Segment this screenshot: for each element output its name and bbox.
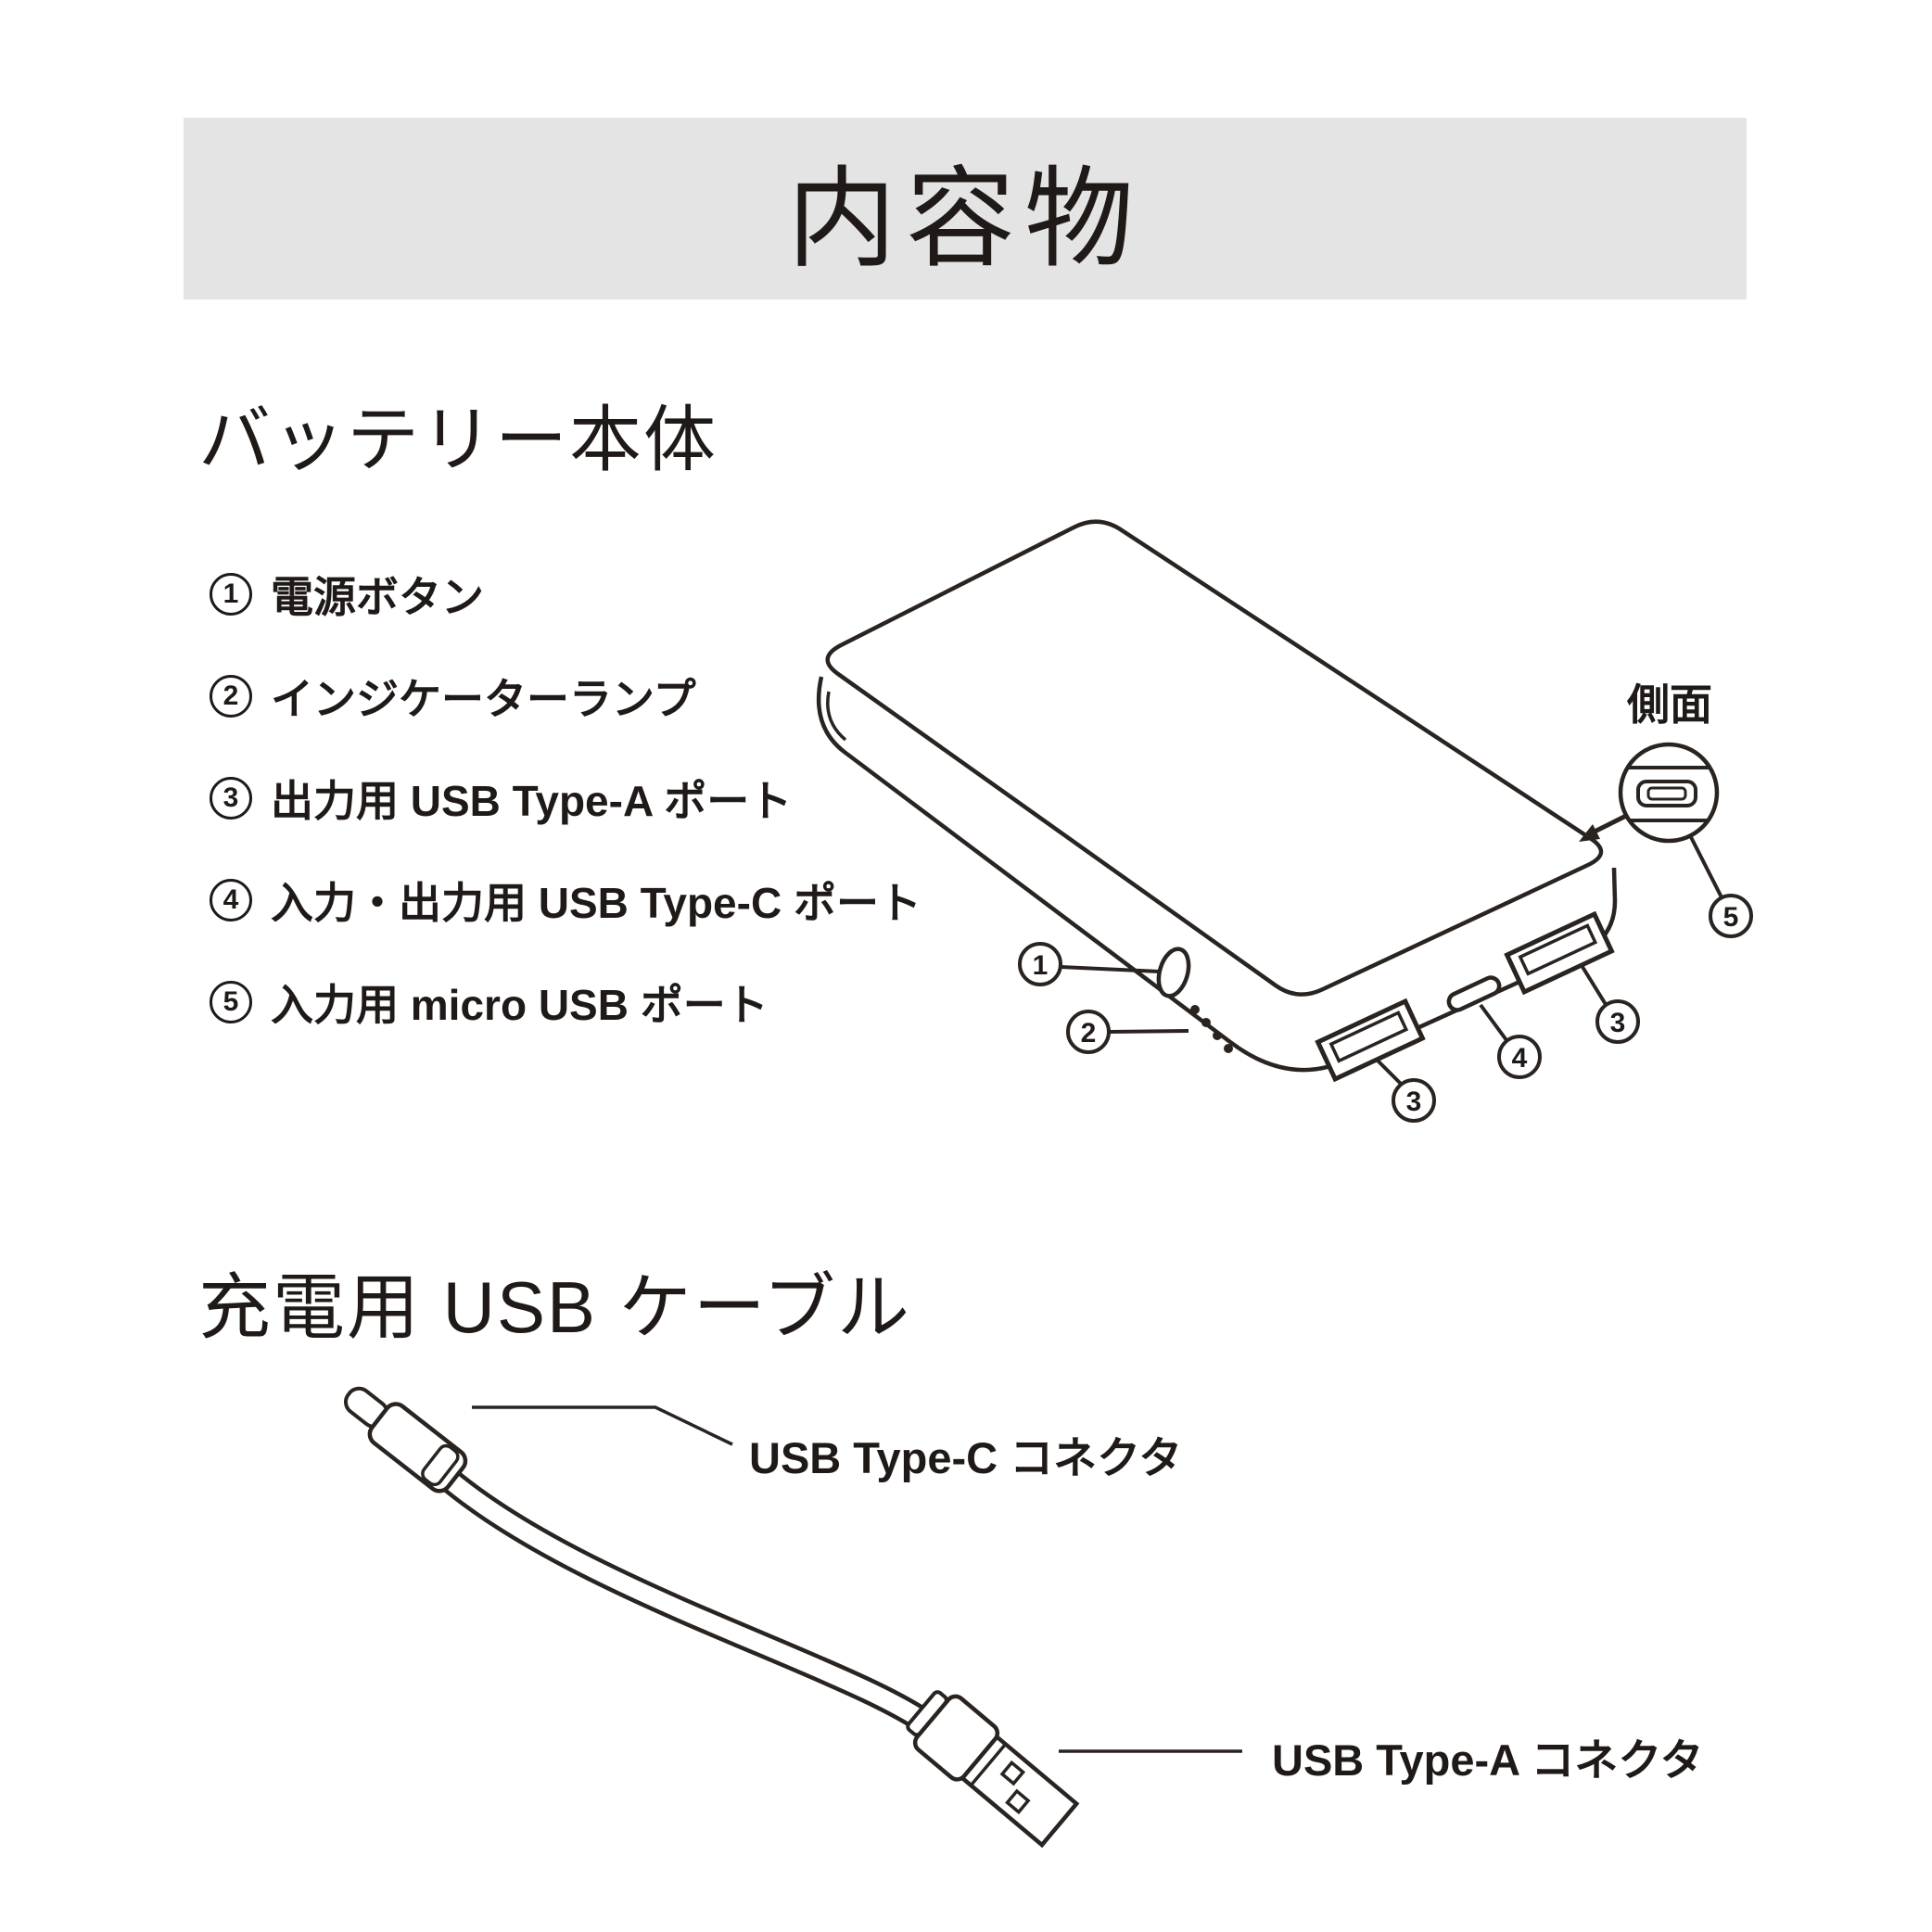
side-view-label: 側面 bbox=[1626, 680, 1712, 729]
side-view-detail bbox=[1579, 742, 1720, 844]
list-item-label: 出力用 USB Type-A ポート bbox=[271, 777, 793, 825]
list-item-micro-usb-port: 5 入力用 micro USB ポート bbox=[210, 951, 922, 1053]
list-item-label: インジケーターランプ bbox=[271, 675, 696, 723]
usb-a-port-left bbox=[1315, 998, 1426, 1083]
callout-3-bottom-circle bbox=[1392, 1078, 1436, 1123]
list-item-usb-a-port: 3 出力用 USB Type-A ポート bbox=[210, 747, 922, 849]
power-bank-top-face bbox=[825, 519, 1604, 997]
page-title: 内容物 bbox=[786, 158, 1143, 281]
circled-number-2: 2 bbox=[210, 675, 252, 718]
power-button bbox=[1156, 947, 1191, 998]
callout-5: 5 bbox=[1723, 902, 1739, 933]
title-banner: 内容物 bbox=[184, 118, 1747, 299]
battery-parts-list: 1 電源ボタン 2 インジケーターランプ 3 出力用 USB Type-A ポー… bbox=[210, 543, 922, 1053]
cable-cord bbox=[439, 1468, 945, 1739]
circled-number-4: 4 bbox=[210, 879, 252, 922]
callout-4: 4 bbox=[1512, 1043, 1528, 1074]
battery-section-heading: バッテリー本体 bbox=[198, 399, 718, 480]
circled-number-3: 3 bbox=[210, 777, 252, 820]
callout-2: 2 bbox=[1081, 1018, 1097, 1049]
list-item-usb-c-port: 4 入力・出力用 USB Type-C ポート bbox=[210, 849, 922, 951]
indicator-leds bbox=[1190, 1005, 1233, 1053]
usb-type-a-label: USB Type-A コネクタ bbox=[1272, 1735, 1704, 1785]
circled-number-5: 5 bbox=[210, 981, 252, 1023]
usb-type-c-connector bbox=[343, 1386, 468, 1493]
list-item-label: 入力用 micro USB ポート bbox=[271, 981, 769, 1029]
list-item-indicator-lamp: 2 インジケーターランプ bbox=[210, 645, 922, 747]
list-item-label: 電源ボタン bbox=[271, 573, 484, 621]
usb-type-a-connector bbox=[906, 1690, 1080, 1849]
circled-number-1: 1 bbox=[210, 573, 252, 616]
type-c-leader-line bbox=[472, 1405, 733, 1446]
corner-edge-line bbox=[826, 691, 847, 742]
arrow-head bbox=[1579, 824, 1600, 842]
callouts: 1 2 3 4 3 5 bbox=[1018, 894, 1753, 1123]
callout-4-circle bbox=[1497, 1035, 1542, 1079]
micro-usb-port bbox=[1636, 780, 1697, 807]
callout-5-circle bbox=[1709, 894, 1753, 938]
callout-3-right: 3 bbox=[1610, 1008, 1626, 1038]
callout-1: 1 bbox=[1033, 950, 1049, 981]
callout-2-circle bbox=[1066, 1010, 1111, 1054]
usb-a-port-right bbox=[1504, 910, 1615, 996]
leader-lines bbox=[1060, 834, 1723, 1087]
callout-1-circle bbox=[1018, 942, 1062, 986]
cable-section-heading: 充電用 USB ケーブル bbox=[198, 1266, 912, 1348]
power-bank-diagram: 1 2 3 4 3 5 側面 bbox=[816, 519, 1753, 1123]
usb-type-c-label: USB Type-C コネクタ bbox=[749, 1433, 1183, 1482]
usb-cable-diagram bbox=[343, 1386, 1242, 1849]
list-item-power-button: 1 電源ボタン bbox=[210, 543, 922, 645]
callout-3-bottom: 3 bbox=[1406, 1087, 1422, 1117]
usb-c-port bbox=[1446, 975, 1502, 1012]
callout-3-right-circle bbox=[1595, 999, 1640, 1044]
list-item-label: 入力・出力用 USB Type-C ポート bbox=[271, 879, 922, 927]
